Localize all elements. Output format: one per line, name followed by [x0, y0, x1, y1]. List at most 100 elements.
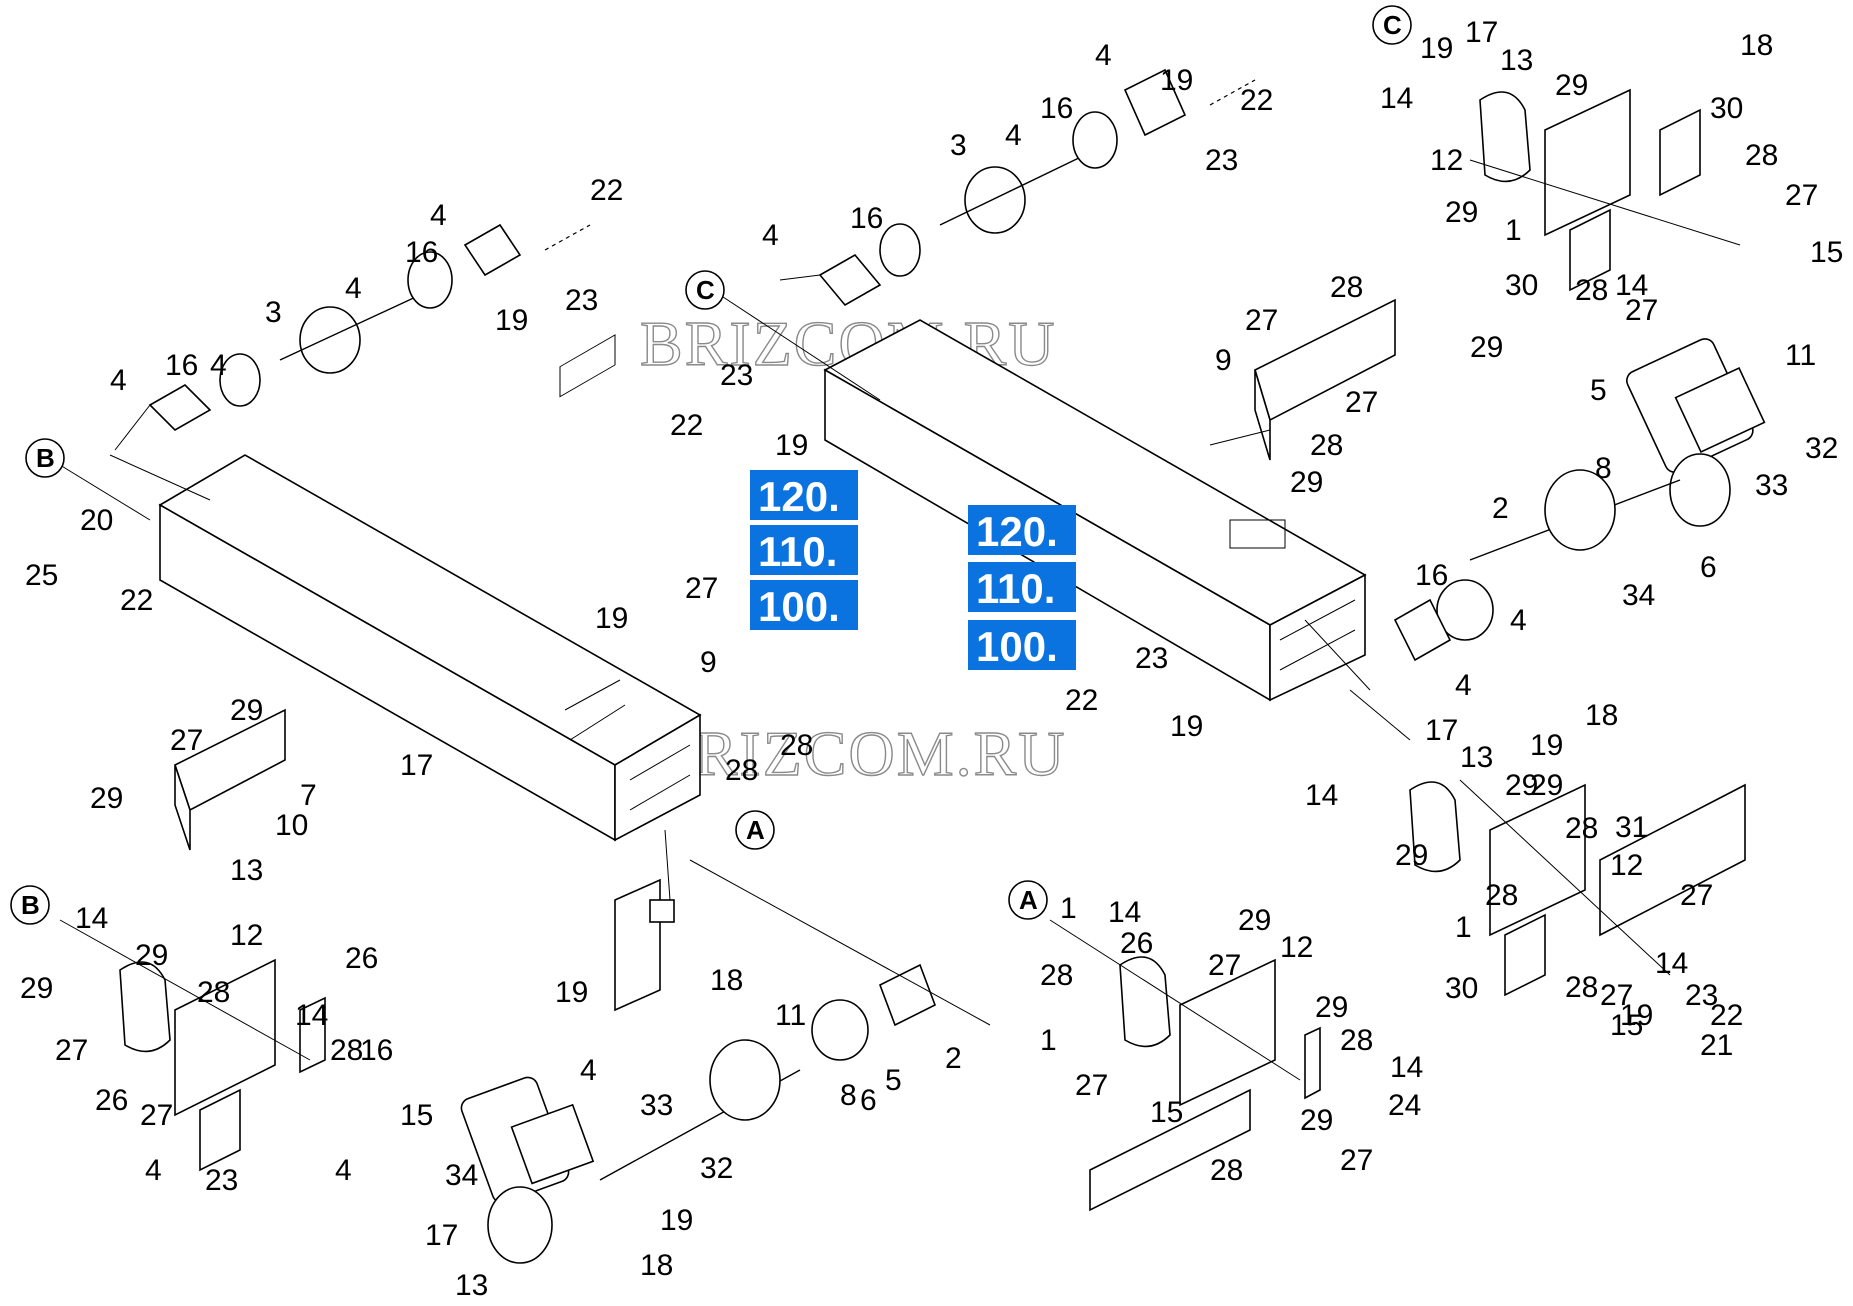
part-number-label: 4: [1455, 669, 1472, 702]
part-number-label: 7: [300, 779, 317, 812]
part-number-label: 3: [950, 129, 967, 162]
part-number-label: 8: [1595, 452, 1612, 485]
part-number-label: 27: [170, 724, 203, 757]
part-number-label: 23: [720, 359, 753, 392]
part-number-label: 18: [710, 964, 743, 997]
part-number-label: 2: [945, 1042, 962, 1075]
part-number-label: 27: [1075, 1069, 1108, 1102]
badge-group-right: 120. 110. 100.: [968, 505, 1076, 670]
cover-plate-upper: [1254, 298, 1396, 461]
part-number-label: 4: [1095, 39, 1112, 72]
part-number-label: 27: [1680, 879, 1713, 912]
part-number-label: 29: [1238, 904, 1271, 937]
part-number-label: 26: [95, 1084, 128, 1117]
view-label-C-middle: C: [685, 270, 725, 310]
part-number-label: 27: [1345, 386, 1378, 419]
part-number-label: 14: [1655, 947, 1688, 980]
part-number-label: 29: [20, 972, 53, 1005]
part-number-label: 29: [1290, 466, 1323, 499]
part-number-label: 14: [1305, 779, 1338, 812]
part-number-label: 23: [1685, 979, 1718, 1012]
drive-assembly-bottom: [460, 963, 937, 1264]
view-label-C-top: C: [1372, 5, 1412, 45]
part-number-label: 23: [1135, 642, 1168, 675]
part-number-label: 28: [725, 754, 758, 787]
part-number-label: 19: [660, 1204, 693, 1237]
part-number-label: 29: [1505, 769, 1538, 802]
part-number-label: 18: [1740, 29, 1773, 62]
part-number-label: 22: [670, 409, 703, 442]
cover-plate-left: [174, 708, 286, 851]
part-number-label: 21: [1700, 1029, 1733, 1062]
part-number-label: 23: [1205, 144, 1238, 177]
svg-text:B: B: [36, 443, 55, 473]
part-number-label: 13: [1460, 741, 1493, 774]
sensor-bracket: [614, 829, 675, 1012]
part-number-label: 19: [495, 304, 528, 337]
part-number-label: 17: [425, 1219, 458, 1252]
part-number-label: 10: [275, 809, 308, 842]
part-number-label: 18: [1585, 699, 1618, 732]
part-number-label: 16: [405, 236, 438, 269]
part-number-label: 15: [1810, 236, 1843, 269]
part-number-label: 2: [1492, 492, 1509, 525]
part-number-label: 28: [1340, 1024, 1373, 1057]
part-number-label: 27: [55, 1034, 88, 1067]
left-frame-beam: [158, 334, 702, 842]
part-number-label: 6: [860, 1084, 877, 1117]
bracket-assembly-middle-A: [1089, 956, 1321, 1212]
part-number-label: 11: [1785, 339, 1816, 372]
part-number-label: 29: [1555, 69, 1588, 102]
part-number-label: 22: [590, 174, 623, 207]
part-number-label: 17: [1425, 714, 1458, 747]
part-number-label: 12: [1430, 144, 1463, 177]
part-number-label: 16: [165, 349, 198, 382]
part-number-label: 19: [1170, 710, 1203, 743]
part-number-label: 1: [1060, 892, 1077, 925]
badge-100-left: 100.: [758, 583, 840, 630]
part-number-label: 28: [1745, 139, 1778, 172]
part-number-label: 23: [205, 1164, 238, 1197]
part-number-label: 1: [1040, 1024, 1057, 1057]
part-number-label: 12: [1610, 849, 1643, 882]
part-number-label: 28: [1565, 971, 1598, 1004]
part-number-label: 16: [360, 1034, 393, 1067]
part-number-label: 19: [555, 976, 588, 1009]
part-number-label: 33: [640, 1089, 673, 1122]
part-number-label: 19: [1530, 729, 1563, 762]
part-number-label: 19: [1160, 64, 1193, 97]
part-number-label: 4: [580, 1054, 597, 1087]
part-number-label: 12: [1280, 931, 1313, 964]
part-number-label: 4: [110, 364, 127, 397]
part-number-label: 22: [1240, 84, 1273, 117]
part-number-label: 22: [1065, 684, 1098, 717]
part-number-label: 8: [840, 1079, 857, 1112]
bracket-assembly-middle-right: [1409, 781, 1746, 997]
part-number-label: 30: [1710, 92, 1743, 125]
part-number-label: 15: [1150, 1096, 1183, 1129]
watermark-bottom: BRIZCOM.RU: [650, 718, 1067, 789]
part-number-label: 14: [1390, 1051, 1423, 1084]
part-number-label: 31: [1615, 811, 1648, 844]
part-number-label: 16: [850, 202, 883, 235]
part-number-label: 30: [1505, 269, 1538, 302]
part-number-label: 29: [1530, 769, 1563, 802]
part-number-label: 27: [1600, 979, 1633, 1012]
view-label-B-top: B: [25, 438, 65, 478]
part-number-label: 29: [1315, 991, 1348, 1024]
part-number-label: 27: [140, 1099, 173, 1132]
part-number-label: 4: [145, 1154, 162, 1187]
part-number-label: 3: [265, 296, 282, 329]
view-label-A-middle: A: [735, 810, 775, 850]
part-number-label: 32: [700, 1152, 733, 1185]
view-label-B-bottom: B: [10, 885, 50, 925]
part-number-label: 28: [1565, 812, 1598, 845]
part-number-label: 33: [1755, 469, 1788, 502]
part-number-label: 34: [1622, 579, 1655, 612]
part-number-label: 18: [640, 1249, 673, 1282]
part-number-label: 19: [775, 429, 808, 462]
part-number-label: 4: [1005, 119, 1022, 152]
part-number-label: 27: [1785, 179, 1818, 212]
part-number-label: 9: [1215, 344, 1232, 377]
